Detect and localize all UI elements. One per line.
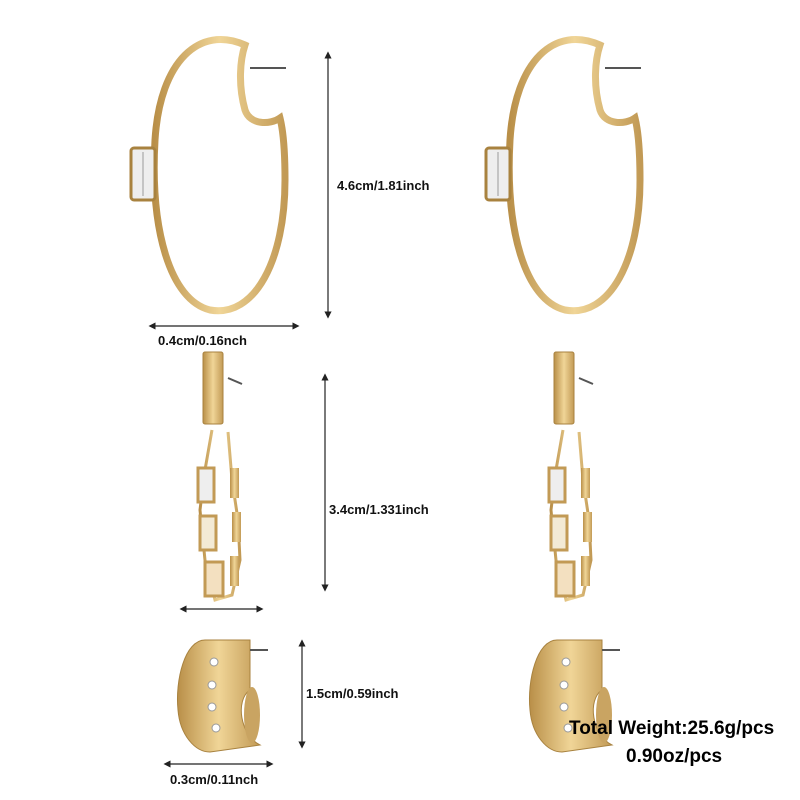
huggie-earring-left xyxy=(176,639,268,753)
drop-earring-left xyxy=(196,351,243,602)
huggie-width-label: 0.3cm/0.11nch xyxy=(170,772,259,787)
total-weight-label: Total Weight:25.6g/pcs xyxy=(569,718,775,739)
drop-earring-right xyxy=(547,351,594,602)
hoop-width-label: 0.4cm/0.16nch xyxy=(158,333,247,348)
hoop-earring-left xyxy=(129,36,289,315)
huggie-height-label: 1.5cm/0.59inch xyxy=(306,686,399,701)
huggie-earring-right xyxy=(528,639,620,753)
drop-height-label: 3.4cm/1.331inch xyxy=(329,502,429,517)
weight-oz-label: 0.90oz/pcs xyxy=(626,746,723,767)
hoop-earring-right xyxy=(484,36,644,315)
hoop-height-label: 4.6cm/1.81inch xyxy=(337,178,430,193)
